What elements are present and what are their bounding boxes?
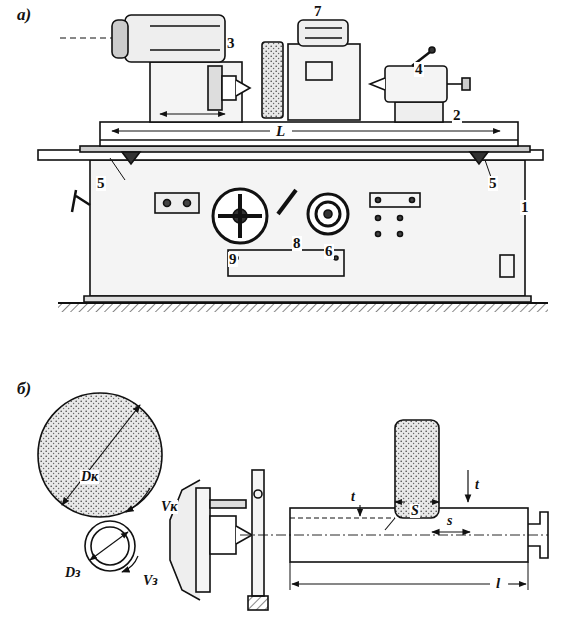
feed-label: t xyxy=(474,478,480,492)
callout-number: 9 xyxy=(228,252,238,267)
part-label: а) xyxy=(16,6,32,23)
dimension-label: Dз xyxy=(64,566,82,580)
feed-label: t xyxy=(350,490,356,504)
callout-number: 8 xyxy=(292,236,302,251)
callout-number: 6 xyxy=(324,244,334,259)
part-label: б) xyxy=(16,380,32,397)
feed-label: s xyxy=(446,514,453,528)
callout-number: 5 xyxy=(96,176,106,191)
callout-number: 4 xyxy=(414,62,424,77)
dimension-label: L xyxy=(275,124,286,139)
callout-number: 5 xyxy=(488,176,498,191)
callout-number: 1 xyxy=(520,200,530,215)
callout-number: 3 xyxy=(226,36,236,51)
dimension-label: Dк xyxy=(80,470,99,484)
callout-number: 7 xyxy=(313,4,323,19)
feed-label: S xyxy=(410,504,420,518)
callout-number: 2 xyxy=(452,108,462,123)
speed-label: Vз xyxy=(142,574,159,588)
speed-label: Vк xyxy=(160,500,178,514)
dimension-label: l xyxy=(495,576,501,591)
